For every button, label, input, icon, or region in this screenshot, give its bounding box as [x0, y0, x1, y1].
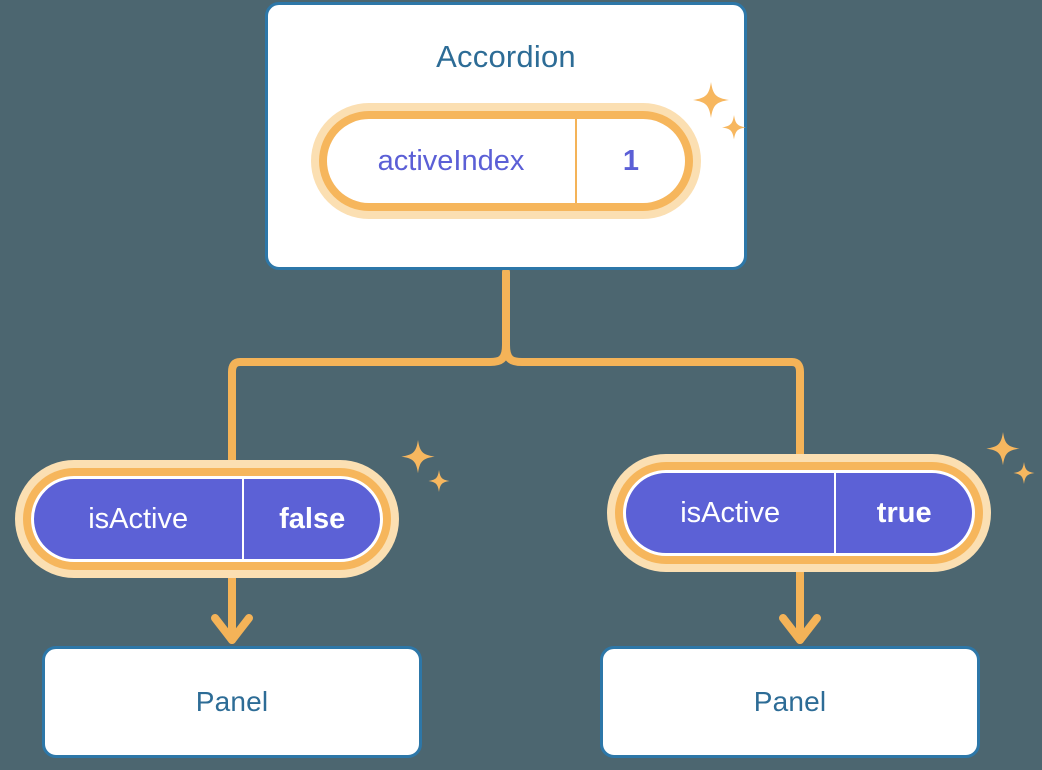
- state-pill-is-active-true[interactable]: isActive true: [623, 470, 975, 556]
- state-key-label: isActive: [88, 502, 189, 535]
- panel-card-left[interactable]: Panel: [42, 646, 422, 758]
- state-value-label: true: [834, 473, 972, 553]
- page-title: Accordion: [436, 39, 576, 74]
- state-pill-is-active-false[interactable]: isActive false: [31, 476, 383, 562]
- state-key-label: activeIndex: [377, 144, 525, 177]
- branch-line-left: [228, 341, 510, 474]
- panel-title: Panel: [753, 686, 827, 717]
- panel-title: Panel: [195, 686, 269, 717]
- state-value-label: 1: [575, 119, 685, 203]
- state-key-label: isActive: [680, 496, 781, 529]
- state-pill-active-index[interactable]: activeIndex 1: [327, 119, 685, 203]
- panel-card-right[interactable]: Panel: [600, 646, 980, 758]
- arrow-head-left-icon: [211, 614, 253, 644]
- arrow-head-right-icon: [779, 614, 821, 644]
- state-value-label: false: [242, 479, 380, 559]
- branch-line-right: [502, 341, 804, 468]
